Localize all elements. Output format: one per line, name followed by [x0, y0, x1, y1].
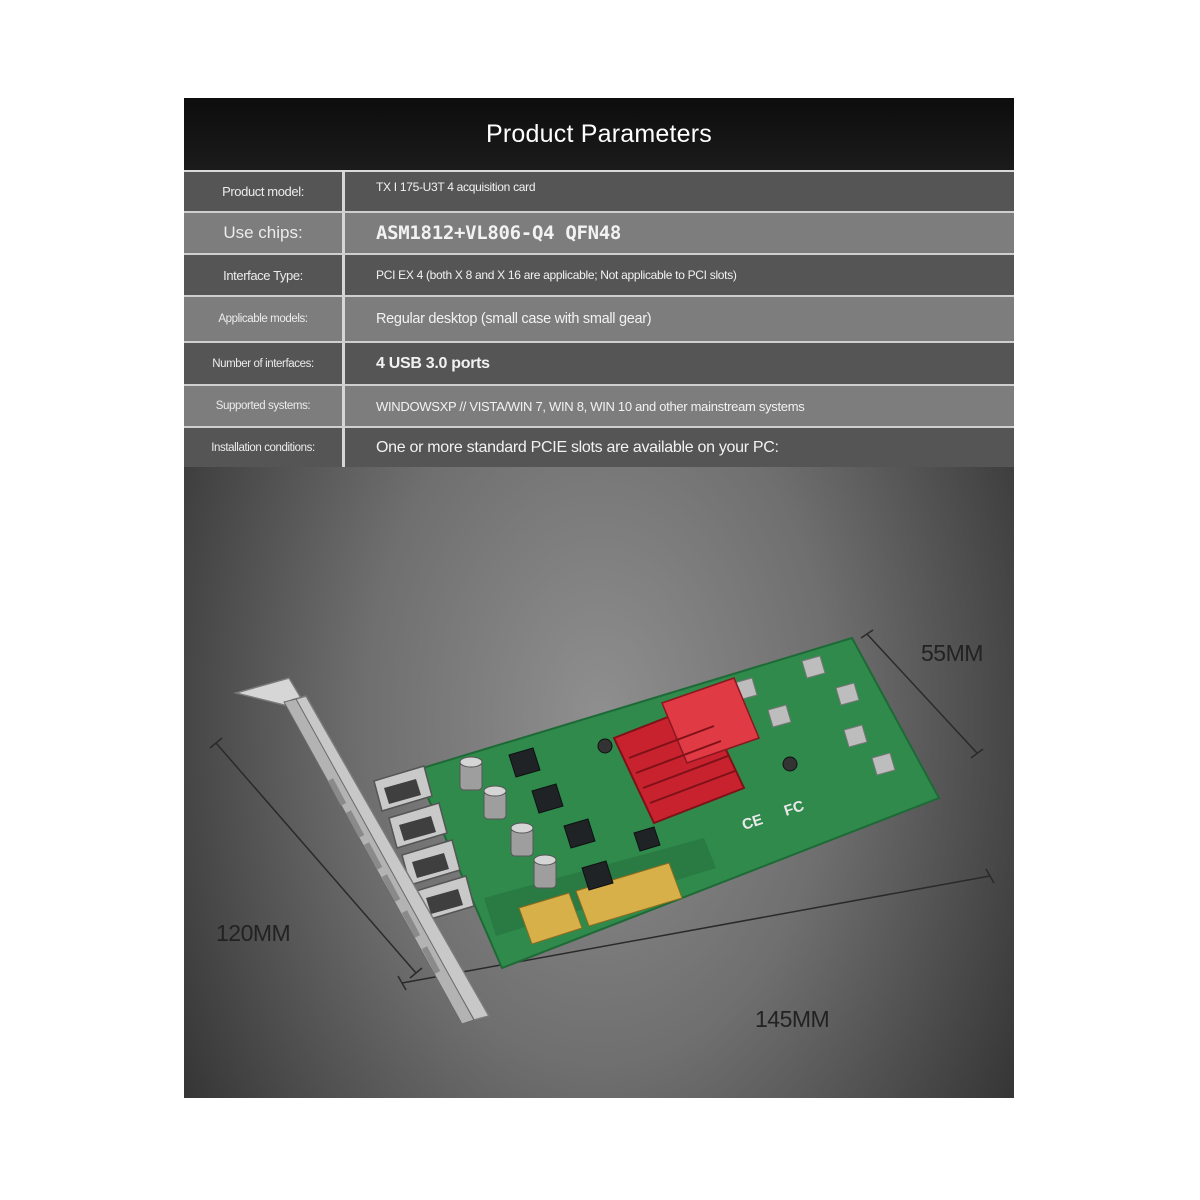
param-row-use-chips: Use chips: ASM1812+VL806-Q4 QFN48 [184, 213, 1014, 255]
param-row-installation-conditions: Installation conditions: One or more sta… [184, 428, 1014, 467]
param-value: PCI EX 4 (both X 8 and X 16 are applicab… [376, 268, 737, 282]
param-value: One or more standard PCIE slots are avai… [376, 438, 779, 456]
param-row-interface-type: Interface Type: PCI EX 4 (both X 8 and X… [184, 255, 1014, 297]
param-label: Interface Type: [184, 255, 345, 295]
param-row-supported-systems: Supported systems: WINDOWSXP // VISTA/WI… [184, 386, 1014, 428]
param-label: Installation conditions: [184, 428, 345, 467]
panel-title: Product Parameters [486, 120, 712, 148]
param-row-number-of-interfaces: Number of interfaces: 4 USB 3.0 ports [184, 343, 1014, 386]
param-row-applicable-models: Applicable models: Regular desktop (smal… [184, 297, 1014, 343]
parameters-table: Product model: TX I 175-U3T 4 acquisitio… [184, 172, 1014, 467]
dimension-label-height: 55MM [921, 640, 983, 666]
dimension-label-depth: 120MM [216, 920, 291, 946]
param-value: 4 USB 3.0 ports [376, 354, 490, 372]
param-value: Regular desktop (small case with small g… [376, 311, 652, 327]
ce-mark: CE [740, 811, 765, 834]
product-parameters-panel: Product Parameters Product model: TX I 1… [184, 98, 1014, 1098]
capacitors [459, 756, 557, 889]
param-label: Use chips: [184, 213, 345, 253]
param-label: Number of interfaces: [184, 343, 345, 384]
param-label: Supported systems: [184, 386, 345, 426]
dimension-line-depth [215, 742, 417, 974]
dimension-label-length: 145MM [755, 1006, 830, 1032]
param-value: TX I 175-U3T 4 acquisition card [376, 180, 536, 194]
fc-mark: FC [782, 797, 806, 819]
param-value: WINDOWSXP // VISTA/WIN 7, WIN 8, WIN 10 … [376, 398, 805, 414]
param-label: Product model: [184, 172, 345, 211]
param-value: ASM1812+VL806-Q4 QFN48 [376, 222, 622, 244]
param-row-product-model: Product model: TX I 175-U3T 4 acquisitio… [184, 172, 1014, 213]
pcie-connector [518, 862, 683, 945]
dimension-line-height [866, 633, 978, 754]
param-label: Applicable models: [184, 297, 345, 341]
heatsink [597, 677, 798, 825]
panel-header: Product Parameters [184, 98, 1014, 172]
card-illustration: CE FC [209, 629, 995, 1025]
chips [508, 747, 661, 891]
pci-bracket [233, 677, 491, 1025]
